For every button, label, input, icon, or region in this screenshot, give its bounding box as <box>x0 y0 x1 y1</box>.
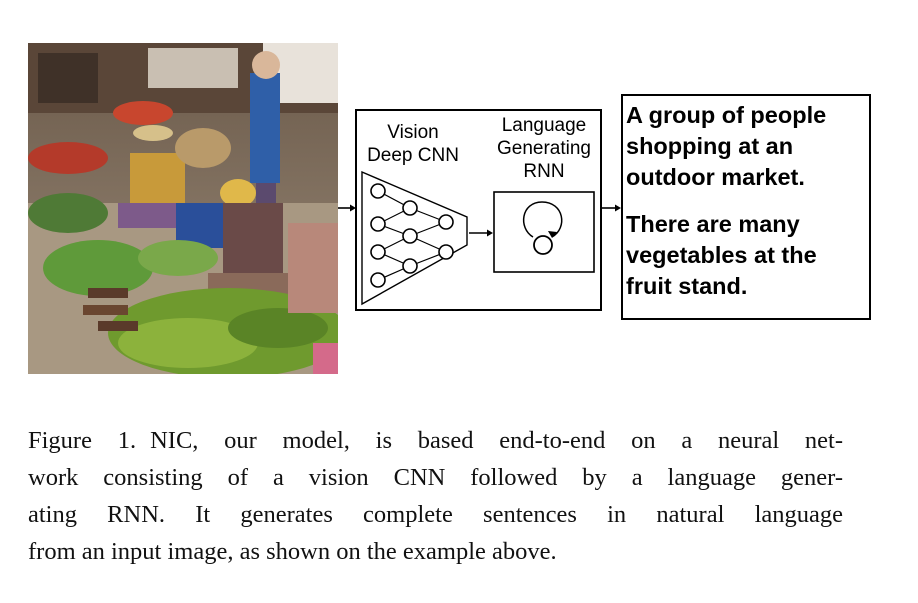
caption-line-1-text: NIC, our model, is based end-to-end on a… <box>150 427 844 454</box>
generated-sentence-1: A group of people shopping at an outdoor… <box>626 100 866 193</box>
language-label-line2: Generating <box>496 138 591 159</box>
language-label: Language Generating RNN <box>492 114 596 183</box>
caption-line-2: work consisting of a vision CNN followed… <box>28 464 843 491</box>
market-scene-illustration <box>28 43 338 374</box>
model-diagram: Vision Deep CNN Language Generating RNN … <box>336 90 896 335</box>
model-box <box>355 109 602 311</box>
sentence-2-line3: fruit stand. <box>626 273 748 299</box>
vision-label: Vision Deep CNN <box>358 121 468 167</box>
generated-sentence-2: There are many vegetables at the fruit s… <box>626 209 866 302</box>
vision-label-line1: Vision <box>387 122 439 143</box>
diagram-lines <box>338 109 621 311</box>
caption-line-3: ating RNN. It generates complete sentenc… <box>28 501 843 528</box>
sentence-2-line1: There are many <box>626 211 800 237</box>
caption-line-1: Figure 1. NIC, our model, is based end-to… <box>28 422 843 459</box>
generated-sentences-box: A group of people shopping at an outdoor… <box>621 94 871 320</box>
input-photo <box>28 43 338 374</box>
rnn-box <box>493 191 595 273</box>
figure-caption: Figure 1. NIC, our model, is based end-to… <box>28 422 843 570</box>
figure-number: Figure 1. <box>28 427 137 454</box>
cnn-nodes <box>370 183 454 288</box>
rnn-loop <box>522 201 563 238</box>
sentence-1-line2: shopping at an <box>626 133 794 159</box>
cnn-trapezoid <box>361 170 468 306</box>
language-label-line1: Language <box>501 115 587 136</box>
rnn-node <box>533 235 553 255</box>
sentence-1-line1: A group of people <box>626 102 827 128</box>
vision-label-line2: Deep CNN <box>367 145 459 166</box>
language-label-line3: RNN <box>523 161 565 182</box>
sentence-1-line3: outdoor market. <box>626 164 805 190</box>
caption-line-4: from an input image, as shown on the exa… <box>28 538 557 565</box>
arrowheads <box>350 204 621 238</box>
sentence-2-line2: vegetables at the <box>626 242 817 268</box>
